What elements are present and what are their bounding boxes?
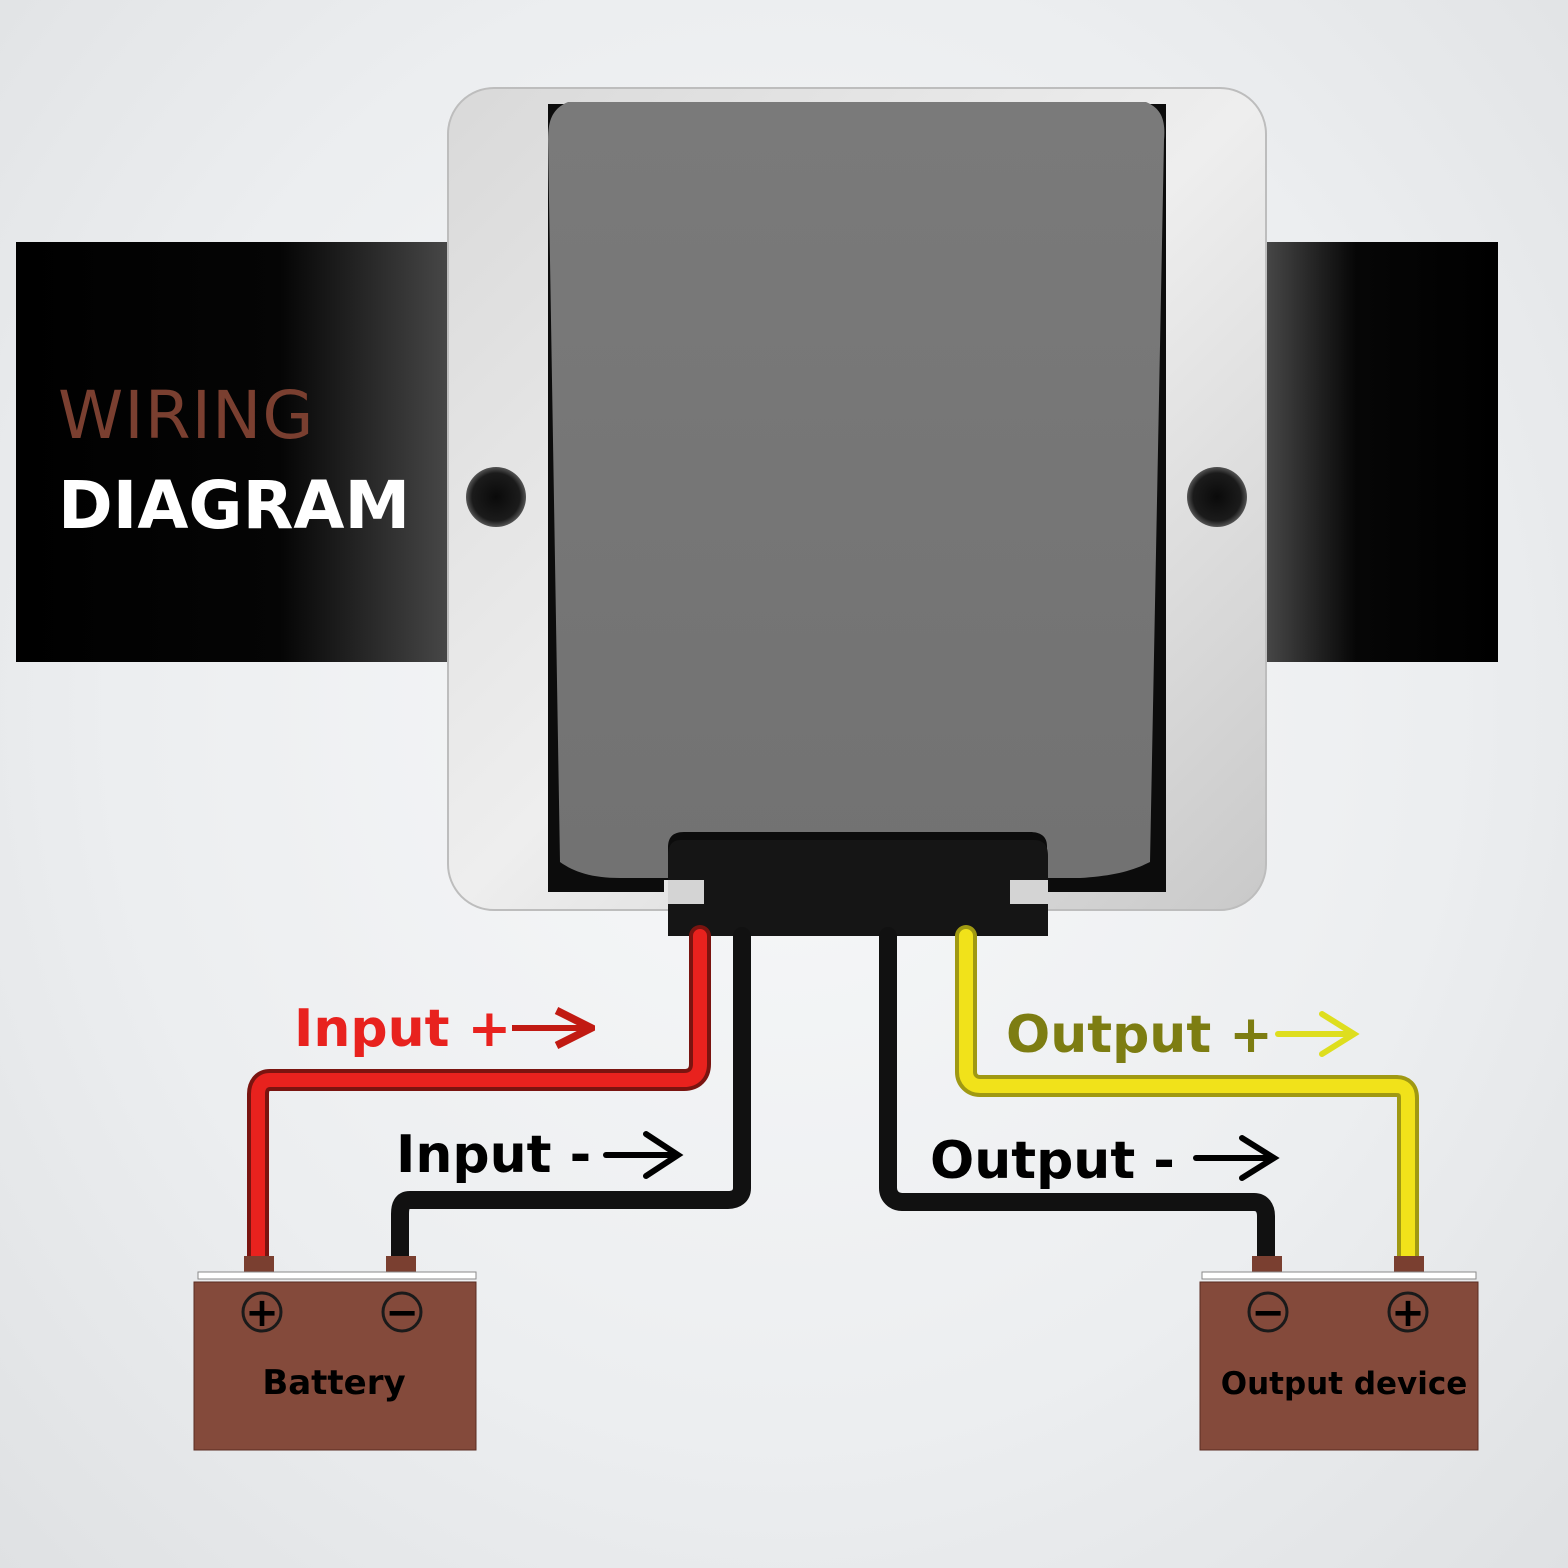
wire-output-plus (955, 925, 1419, 1273)
wire-output-minus (879, 927, 1275, 1271)
cable-exit-block (668, 840, 1048, 936)
label-output-plus: Output + (1006, 1005, 1273, 1065)
banner-right (1262, 242, 1498, 662)
output-device-minus-terminal-icon: − (1247, 1290, 1289, 1336)
title-line-1: WIRING (58, 377, 315, 454)
mounting-hole-left (466, 467, 526, 527)
svg-text:−: − (1251, 1290, 1285, 1336)
wire-input-minus (391, 927, 751, 1271)
arrow-output-plus (1275, 1011, 1360, 1057)
label-input-minus: Input - (396, 1125, 591, 1185)
converter-module (447, 87, 1267, 936)
wire-input-plus (247, 925, 711, 1273)
arrow-input-minus (603, 1131, 684, 1179)
battery: + − Battery (193, 1256, 477, 1451)
svg-text:+: + (245, 1290, 279, 1336)
output-device: − + Output device (1199, 1256, 1479, 1451)
svg-text:+: + (1391, 1290, 1425, 1336)
label-input-plus: Input + (294, 999, 511, 1059)
battery-minus-terminal-icon: − (381, 1290, 423, 1336)
svg-text:−: − (385, 1290, 419, 1336)
battery-plus-terminal-icon: + (241, 1290, 283, 1336)
title-line-2: DIAGRAM (58, 467, 410, 544)
arrow-output-minus (1193, 1135, 1280, 1181)
output-device-plus-terminal-icon: + (1387, 1290, 1429, 1336)
output-device-label: Output device (1221, 1366, 1468, 1402)
banner-left (16, 242, 456, 662)
mounting-hole-right (1187, 467, 1247, 527)
battery-label: Battery (262, 1363, 405, 1403)
wires (247, 925, 1419, 1273)
housing-face (548, 102, 1165, 878)
label-output-minus: Output - (930, 1131, 1175, 1191)
